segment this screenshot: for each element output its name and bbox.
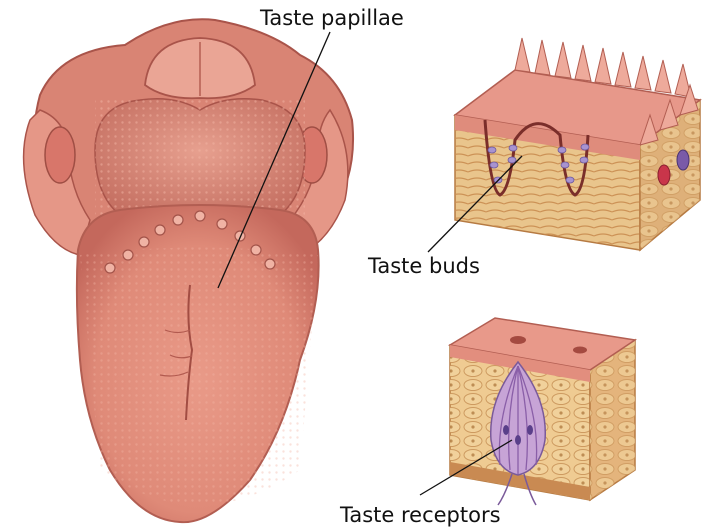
taste-bud-block [450, 318, 635, 505]
tongue-illustration [24, 19, 353, 522]
label-taste-papillae: Taste papillae [260, 8, 404, 29]
left-tonsil [45, 127, 75, 183]
blood-vessel-red [658, 165, 670, 185]
blood-vessel-blue [677, 150, 689, 170]
label-taste-receptors: Taste receptors [340, 505, 501, 526]
taste-pore [510, 336, 526, 344]
papillae-tissue-block [455, 38, 700, 250]
label-taste-buds: Taste buds [368, 256, 480, 277]
